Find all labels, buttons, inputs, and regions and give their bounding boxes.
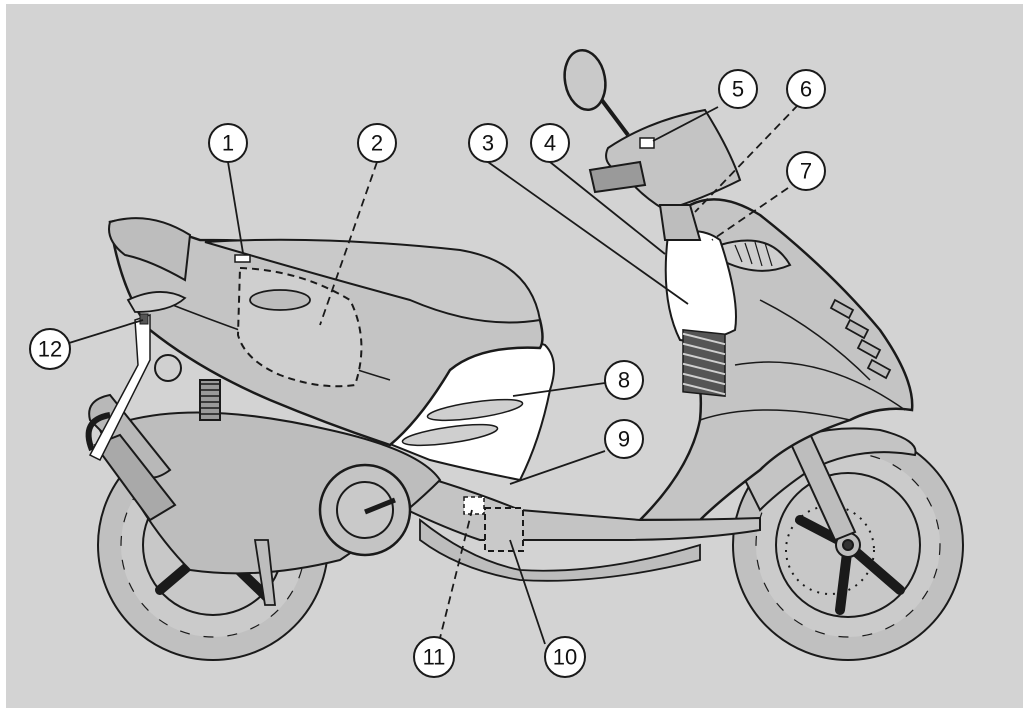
front-side-slots bbox=[829, 298, 892, 380]
rear-shock bbox=[199, 379, 221, 421]
callout-9-label: 9 bbox=[618, 427, 630, 452]
body-side-lines bbox=[699, 299, 906, 421]
callout-5: 5 bbox=[718, 69, 758, 109]
fuel-cap bbox=[234, 254, 251, 263]
front-wheel bbox=[732, 429, 964, 661]
callout-7-label: 7 bbox=[800, 159, 812, 184]
ignition-box bbox=[639, 137, 655, 149]
callout-1-label: 1 bbox=[222, 131, 234, 156]
callout-10: 10 bbox=[544, 636, 586, 678]
license-bracket bbox=[88, 313, 151, 462]
callout-2: 2 bbox=[357, 123, 397, 163]
callout-11-label: 11 bbox=[423, 645, 446, 670]
callout-5-label: 5 bbox=[732, 77, 744, 102]
indicator-ribs bbox=[734, 241, 773, 267]
callout-10-label: 10 bbox=[553, 645, 577, 670]
front-indicator bbox=[718, 239, 792, 272]
kick-start bbox=[364, 497, 396, 515]
callout-6: 6 bbox=[786, 69, 826, 109]
frame-number-location bbox=[484, 507, 524, 552]
callout-7: 7 bbox=[786, 151, 826, 191]
callout-12: 12 bbox=[29, 328, 71, 370]
rear-grommet bbox=[154, 354, 182, 382]
mirror-stem bbox=[596, 93, 630, 137]
leader-lines bbox=[68, 104, 799, 645]
callout-4: 4 bbox=[530, 123, 570, 163]
mirror bbox=[563, 49, 607, 111]
callout-4-label: 4 bbox=[544, 131, 556, 156]
seat bbox=[204, 238, 542, 324]
muffler-loop bbox=[85, 412, 111, 452]
floor-underside bbox=[419, 518, 701, 582]
steering-column bbox=[658, 204, 702, 241]
callout-3-label: 3 bbox=[482, 131, 494, 156]
tail-light bbox=[126, 291, 187, 313]
callout-11: 11 bbox=[413, 636, 455, 678]
rear-reflector bbox=[139, 313, 149, 325]
callout-8-label: 8 bbox=[618, 368, 630, 393]
callout-3: 3 bbox=[468, 123, 508, 163]
floor-frame bbox=[329, 453, 761, 541]
callout-12-label: 12 bbox=[38, 337, 62, 362]
callout-9: 9 bbox=[604, 419, 644, 459]
callout-8: 8 bbox=[604, 360, 644, 400]
inner-leg-shield bbox=[664, 230, 737, 343]
callout-1: 1 bbox=[208, 123, 248, 163]
fuel-filler bbox=[249, 289, 311, 311]
tail-grab-rail bbox=[108, 217, 192, 282]
callout-2-label: 2 bbox=[371, 131, 383, 156]
callout-6-label: 6 bbox=[800, 77, 812, 102]
center-stand bbox=[253, 539, 277, 606]
side-panel-ribs bbox=[401, 398, 524, 447]
grille bbox=[682, 328, 726, 398]
engine-number-location bbox=[463, 496, 485, 515]
callouts: 1 2 3 4 5 6 7 8 bbox=[29, 69, 826, 678]
grip bbox=[588, 160, 647, 194]
